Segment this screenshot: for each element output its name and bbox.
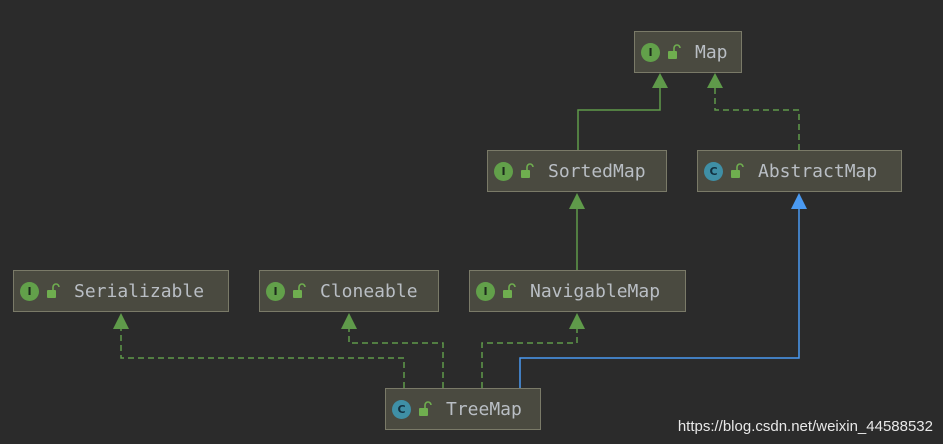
node-label: TreeMap — [446, 398, 522, 420]
interface-icon: I — [641, 42, 660, 62]
unlock-icon — [503, 283, 516, 298]
node-treemap[interactable]: C TreeMap — [385, 388, 541, 430]
node-label: Map — [695, 41, 728, 63]
arrowhead-abstractmap — [791, 193, 807, 209]
class-icon: C — [392, 399, 411, 419]
node-abstractmap[interactable]: C AbstractMap — [697, 150, 902, 192]
arrowhead-serializable — [113, 313, 129, 329]
node-sortedmap[interactable]: I SortedMap — [487, 150, 667, 192]
edge-abstractmap-map — [714, 87, 800, 150]
edge-treemap-navigablemap — [481, 328, 578, 388]
unlock-icon — [293, 283, 306, 298]
node-navigablemap[interactable]: I NavigableMap — [469, 270, 686, 312]
edge-treemap-serializable — [120, 328, 405, 388]
watermark-url: https://blog.csdn.net/weixin_44588532 — [677, 418, 933, 435]
interface-icon: I — [266, 281, 285, 301]
node-serializable[interactable]: I Serializable — [13, 270, 229, 312]
node-label: Serializable — [74, 280, 205, 302]
arrowhead-sortedmap — [569, 193, 585, 209]
node-label: AbstractMap — [758, 160, 878, 182]
node-label: Cloneable — [320, 280, 418, 302]
interface-icon: I — [494, 161, 513, 181]
edge-sortedmap-map — [577, 87, 661, 150]
interface-icon: I — [476, 281, 495, 301]
unlock-icon — [731, 163, 744, 178]
edge-treemap-cloneable — [348, 328, 444, 388]
unlock-icon — [47, 283, 60, 298]
node-label: NavigableMap — [530, 280, 661, 302]
edge-treemap-abstractmap — [519, 207, 800, 388]
node-cloneable[interactable]: I Cloneable — [259, 270, 439, 312]
unlock-icon — [419, 401, 432, 416]
arrowhead-map-left — [652, 73, 668, 88]
node-map[interactable]: I Map — [634, 31, 742, 73]
arrowhead-map-right — [707, 73, 723, 88]
interface-icon: I — [20, 281, 39, 301]
arrowhead-cloneable — [341, 313, 357, 329]
node-label: SortedMap — [548, 160, 646, 182]
arrowhead-navigablemap — [569, 313, 585, 329]
unlock-icon — [668, 44, 681, 59]
class-icon: C — [704, 161, 723, 181]
unlock-icon — [521, 163, 534, 178]
